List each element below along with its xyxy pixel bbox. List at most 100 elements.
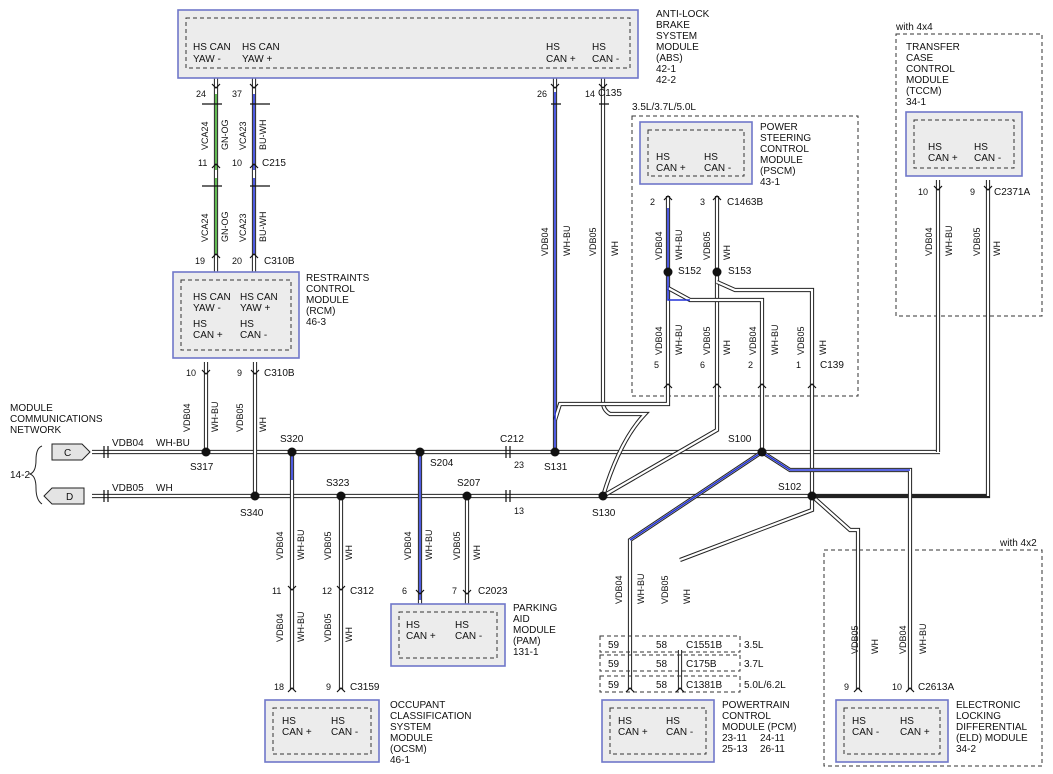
abs-pin-label: HS bbox=[592, 42, 606, 53]
tccm-module-title: TRANSFER CASE CONTROL MODULE (TCCM) 34-1 bbox=[906, 42, 960, 108]
svg-text:58: 58 bbox=[656, 680, 668, 691]
svg-text:VDB04: VDB04 bbox=[403, 531, 413, 560]
svg-text:SYSTEM: SYSTEM bbox=[656, 31, 697, 42]
svg-text:10: 10 bbox=[892, 682, 902, 692]
svg-text:D: D bbox=[66, 492, 73, 503]
svg-text:VCA23: VCA23 bbox=[238, 121, 248, 150]
svg-text:RESTRAINTS: RESTRAINTS bbox=[306, 273, 370, 284]
svg-text:CONTROL: CONTROL bbox=[906, 64, 955, 75]
tccm-variant-label: with 4x4 bbox=[895, 22, 933, 33]
svg-text:CAN +: CAN + bbox=[282, 727, 312, 738]
svg-text:23-11: 23-11 bbox=[722, 733, 747, 744]
svg-text:VDB04: VDB04 bbox=[540, 227, 550, 256]
svg-text:23: 23 bbox=[514, 460, 524, 470]
splice-label: S152 bbox=[678, 266, 702, 277]
svg-text:HS: HS bbox=[193, 319, 207, 330]
svg-text:10: 10 bbox=[186, 368, 196, 378]
svg-text:58: 58 bbox=[656, 640, 668, 651]
svg-text:HS: HS bbox=[656, 152, 670, 163]
svg-text:WH: WH bbox=[344, 627, 354, 642]
pcm-connector-table: 59 58 C1551B 3.5L 59 58 C175B 3.7L 59 58… bbox=[599, 635, 786, 693]
svg-text:VDB05: VDB05 bbox=[796, 326, 806, 355]
svg-text:59: 59 bbox=[608, 640, 620, 651]
svg-text:C212: C212 bbox=[500, 434, 524, 445]
svg-text:C1381B: C1381B bbox=[686, 680, 722, 691]
splice-label: S102 bbox=[778, 482, 802, 493]
svg-text:WH-BU: WH-BU bbox=[210, 402, 220, 433]
svg-text:C310B: C310B bbox=[264, 368, 295, 379]
svg-text:YAW +: YAW + bbox=[240, 303, 270, 314]
svg-text:WH: WH bbox=[472, 545, 482, 560]
splice-label: S204 bbox=[430, 458, 454, 469]
svg-text:MODULE: MODULE bbox=[906, 75, 949, 86]
svg-text:9: 9 bbox=[970, 187, 975, 197]
svg-text:HS: HS bbox=[666, 716, 680, 727]
svg-text:C2023: C2023 bbox=[478, 586, 508, 597]
svg-text:WH-BU: WH-BU bbox=[918, 624, 928, 655]
svg-text:MODULE: MODULE bbox=[513, 625, 556, 636]
svg-text:WH: WH bbox=[870, 639, 880, 654]
svg-text:C1463B: C1463B bbox=[727, 197, 763, 208]
svg-text:MODULE: MODULE bbox=[306, 295, 349, 306]
svg-text:25-13: 25-13 bbox=[722, 744, 748, 755]
svg-text:3: 3 bbox=[700, 197, 705, 207]
svg-text:WH-BU: WH-BU bbox=[424, 530, 434, 561]
pcm-module[interactable] bbox=[601, 699, 715, 763]
svg-text:HS: HS bbox=[900, 716, 914, 727]
svg-text:ANTI-LOCK: ANTI-LOCK bbox=[656, 9, 710, 20]
svg-text:VDB05: VDB05 bbox=[972, 227, 982, 256]
svg-text:WH-BU: WH-BU bbox=[562, 226, 572, 257]
rcm-module[interactable] bbox=[172, 271, 300, 359]
svg-text:10: 10 bbox=[232, 158, 242, 168]
svg-text:3.5L: 3.5L bbox=[744, 640, 764, 651]
pin-numbers: 24 37 26 14 11 10 19 20 10 9 2 3 5 6 2 1… bbox=[186, 89, 975, 692]
svg-text:VDB04: VDB04 bbox=[275, 531, 285, 560]
tccm-option-group bbox=[895, 33, 1043, 317]
pscm-module-title: POWER STEERING CONTROL MODULE (PSCM) 43-… bbox=[760, 122, 811, 188]
svg-text:11: 11 bbox=[198, 158, 207, 168]
svg-text:34-2: 34-2 bbox=[956, 744, 976, 755]
svg-text:VDB04: VDB04 bbox=[654, 326, 664, 355]
svg-text:9: 9 bbox=[237, 368, 242, 378]
svg-text:HS: HS bbox=[282, 716, 296, 727]
svg-text:VDB04: VDB04 bbox=[898, 625, 908, 654]
pscm-module[interactable] bbox=[639, 121, 753, 185]
svg-text:WH-BU: WH-BU bbox=[296, 530, 306, 561]
svg-text:42-1: 42-1 bbox=[656, 64, 676, 75]
svg-text:C2613A: C2613A bbox=[918, 682, 954, 693]
ocsm-module[interactable] bbox=[264, 699, 380, 763]
abs-module[interactable] bbox=[177, 9, 639, 79]
pam-module[interactable] bbox=[390, 603, 506, 667]
svg-text:CAN -: CAN - bbox=[852, 727, 879, 738]
svg-text:46-1: 46-1 bbox=[390, 755, 410, 766]
eld-variant-label: with 4x2 bbox=[999, 538, 1037, 549]
svg-text:MODULE: MODULE bbox=[656, 42, 699, 53]
abs-pin-label: YAW - bbox=[193, 54, 221, 65]
svg-text:HS: HS bbox=[406, 620, 420, 631]
svg-text:WH: WH bbox=[682, 589, 692, 604]
svg-text:MODULE: MODULE bbox=[10, 403, 53, 414]
svg-text:WH-BU: WH-BU bbox=[944, 226, 954, 257]
svg-text:C135: C135 bbox=[598, 88, 622, 99]
svg-text:MODULE (PCM): MODULE (PCM) bbox=[722, 722, 796, 733]
svg-text:7: 7 bbox=[452, 586, 457, 596]
svg-text:12: 12 bbox=[322, 586, 332, 596]
tccm-module[interactable] bbox=[905, 111, 1023, 177]
svg-text:WH: WH bbox=[818, 340, 828, 355]
svg-text:43-1: 43-1 bbox=[760, 177, 780, 188]
svg-text:VDB05: VDB05 bbox=[452, 531, 462, 560]
svg-text:CAN +: CAN + bbox=[618, 727, 648, 738]
svg-text:VDB04: VDB04 bbox=[654, 231, 664, 260]
svg-text:C175B: C175B bbox=[686, 659, 717, 670]
svg-text:58: 58 bbox=[656, 659, 668, 670]
pam-module-title: PARKING AID MODULE (PAM) 131-1 bbox=[513, 603, 557, 658]
svg-text:SYSTEM: SYSTEM bbox=[390, 722, 431, 733]
abs-module-title: ANTI-LOCK BRAKE SYSTEM MODULE (ABS) 42-1… bbox=[656, 9, 710, 86]
svg-text:WH: WH bbox=[992, 241, 1002, 256]
eld-module[interactable] bbox=[835, 699, 949, 763]
splice-label: S320 bbox=[280, 434, 304, 445]
svg-text:VDB04: VDB04 bbox=[614, 575, 624, 604]
svg-text:C1551B: C1551B bbox=[686, 640, 722, 651]
svg-text:WH: WH bbox=[258, 417, 268, 432]
network-title: MODULE COMMUNICATIONS NETWORK bbox=[10, 403, 103, 436]
